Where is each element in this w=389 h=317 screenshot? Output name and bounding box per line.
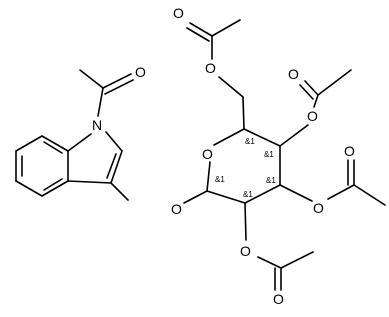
atom-label-glycosidic-o: O (171, 201, 182, 217)
atom-label-indole-n: N (92, 117, 102, 133)
bond-c3-acyl-methyl (353, 184, 386, 206)
bond-c2-o2 (244, 202, 247, 241)
bond-o2-acyl-c (257, 256, 282, 269)
atom-label-n-acetyl-o: O (135, 64, 146, 80)
atom-label-c3-ester-o: O (313, 200, 324, 216)
bond-c6-o6 (218, 76, 244, 98)
stereo-label-c2: &1 (243, 190, 253, 199)
bond-c2-acyl-methyl (280, 251, 314, 269)
stereo-label-c5: &1 (245, 137, 255, 146)
bond-c4-acyl-o-2 (299, 84, 314, 100)
atom-label-c6-ester-o: O (205, 60, 216, 76)
bond-n1-c2 (105, 131, 123, 152)
stereo-label-c1: &1 (215, 175, 225, 184)
bond-o-glyc-c1 (183, 190, 208, 204)
bond-acyl-c-o-2 (104, 79, 134, 95)
bond-c4-acyl-o-1 (304, 80, 319, 96)
bond-c3-o3 (279, 184, 313, 202)
bond-benzene-6 (15, 135, 43, 152)
bond-c2-c1 (206, 190, 246, 204)
bond-c6-acyl-o-1 (189, 22, 213, 37)
stereo-label-c3: &1 (266, 176, 276, 185)
bond-c3-c2 (244, 184, 281, 204)
bond-benzene-1 (41, 135, 69, 152)
atom-label-c2-carbonyl-o: O (273, 291, 284, 307)
bond-c1-o5 (206, 161, 211, 192)
bond-o3-acyl-c (327, 184, 355, 200)
bond-c7a-n1 (67, 133, 92, 152)
bond-benzene-inner-1 (43, 141, 63, 154)
bond-c5-c4 (243, 128, 281, 147)
bond-benzene-3 (41, 180, 69, 197)
bond-o5-c5 (213, 128, 245, 146)
bond-c3-o-glyc (110, 182, 129, 201)
bond-acyl-c-methyl (79, 69, 104, 89)
bond-c3-c3a (67, 180, 112, 184)
atom-label-c4-ester-o: O (307, 108, 318, 124)
atom-label-c6-carbonyl-o: O (173, 5, 184, 21)
bond-c6-acyl-o-2 (186, 27, 210, 42)
bond-benzene-4 (15, 180, 43, 197)
bond-acyl-c-o-1 (102, 73, 132, 89)
bond-c6-acyl-methyl (211, 19, 241, 37)
atom-label-c2-ester-o: O (240, 243, 251, 259)
bond-c5-c6 (242, 96, 245, 130)
atom-label-c4-carbonyl-o: O (288, 66, 299, 82)
atom-label-ring-o: O (202, 146, 213, 162)
bond-c2-c3-inner (106, 153, 117, 179)
stereo-label-c4: &1 (264, 150, 274, 159)
bond-c4-o4 (279, 124, 309, 147)
atom-label-c3-carbonyl-o: O (344, 143, 355, 159)
bond-n1-acyl-c (97, 87, 104, 117)
bond-c4-acyl-methyl (317, 69, 352, 96)
bond-benzene-inner-2 (43, 178, 63, 191)
bond-o4-acyl-c (313, 94, 319, 108)
bond-c2-c3 (110, 150, 123, 184)
